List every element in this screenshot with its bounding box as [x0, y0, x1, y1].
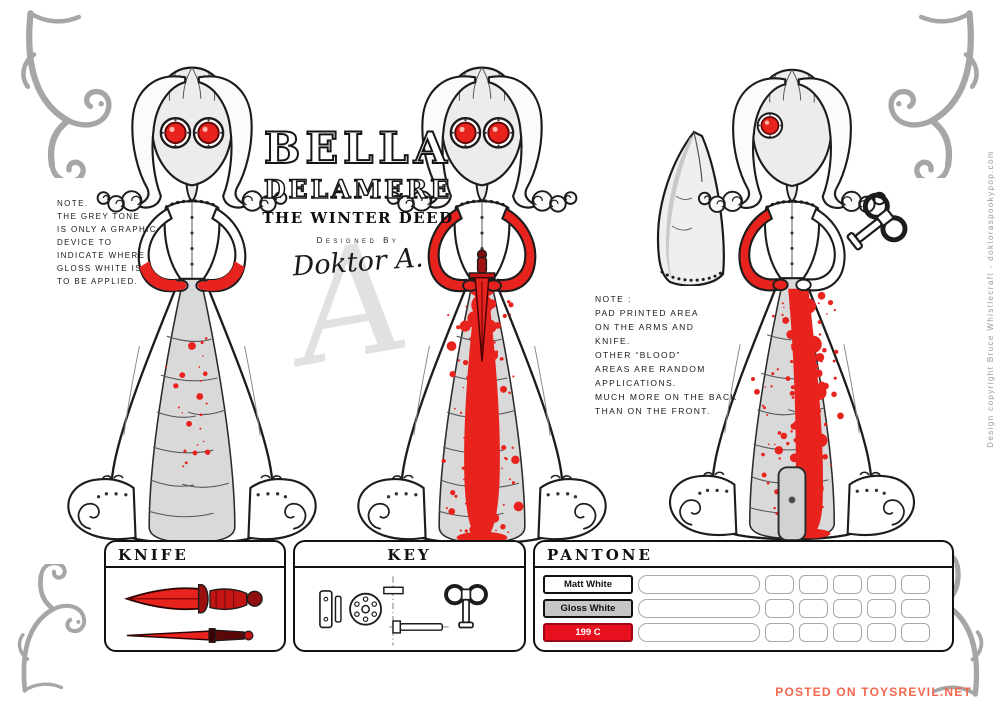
- note-line: ON THE ARMS AND: [595, 322, 695, 332]
- keyhole: [788, 496, 796, 504]
- note-line: AREAS ARE RANDOM: [595, 364, 706, 374]
- knife-small: [126, 628, 254, 643]
- knife-large: [124, 584, 263, 614]
- title-delamere: DELAMERE: [263, 174, 453, 205]
- title-block: BELLA DELAMERE THE WINTER DEED Designed …: [260, 123, 456, 283]
- pantone-bar: [638, 575, 760, 594]
- corner-flourish-bottom-left: [10, 564, 98, 696]
- note-line: NOTE.: [57, 199, 89, 208]
- knife-panel-title: KNIFE: [106, 542, 284, 568]
- note-line: INDICATE WHERE: [57, 251, 146, 260]
- swatch-gloss-white: Gloss White: [543, 599, 633, 618]
- posted-on-footer: POSTED ON TOYSREVIL.NET: [775, 685, 972, 699]
- note-line: THAN ON THE FRONT.: [595, 406, 711, 416]
- title-bella: BELLA: [263, 123, 452, 175]
- pantone-grid-cell: [765, 575, 794, 594]
- pantone-bar: [638, 623, 760, 642]
- blood-spots-front: [179, 342, 204, 456]
- note-line: TO BE APPLIED.: [57, 277, 139, 286]
- pantone-row-gloss-white: Gloss White: [543, 599, 944, 618]
- key-technical-drawings: [319, 576, 488, 646]
- windup-hatch: [777, 466, 807, 542]
- key-panel-title: KEY: [295, 542, 524, 568]
- figure-back-view: [668, 68, 916, 542]
- hood-piece: [656, 130, 725, 286]
- key-front-view: [444, 583, 488, 630]
- pantone-grid-cell: [765, 599, 794, 618]
- figure-front-view-blood: [357, 66, 607, 545]
- note-line: NOTE :: [595, 294, 632, 304]
- right-eye: [482, 117, 515, 149]
- side-eye: [756, 112, 784, 139]
- pantone-grid-cell: [833, 599, 862, 618]
- pantone-grid-cell: [799, 599, 828, 618]
- pantone-grid-cell: [901, 575, 930, 594]
- figure-front-view: [67, 66, 317, 545]
- pantone-grid-cell: [901, 623, 930, 642]
- knife-drawings: [124, 584, 263, 643]
- pantone-bar: [638, 599, 760, 618]
- note-line: OTHER “BLOOD”: [595, 350, 681, 360]
- pantone-grid-cell: [833, 623, 862, 642]
- pantone-row-199c: 199 C: [543, 623, 944, 642]
- note-line: GLOSS WHITE IS: [57, 264, 142, 273]
- note-line: APPLICATIONS.: [595, 378, 677, 388]
- pantone-grid-cell: [867, 623, 896, 642]
- key-panel: KEY: [293, 540, 526, 652]
- pantone-row-matt-white: Matt White: [543, 575, 944, 594]
- note-line: PAD PRINTED AREA: [595, 308, 699, 318]
- left-eye: [159, 117, 192, 149]
- pantone-grid-cell: [867, 599, 896, 618]
- note-line: MUCH MORE ON THE BACK: [595, 392, 738, 402]
- note-line: DEVICE TO: [57, 238, 113, 247]
- pantone-grid-cell: [833, 575, 862, 594]
- designed-by-label: Designed By: [316, 236, 400, 245]
- swatch-199c: 199 C: [543, 623, 633, 642]
- note-line: KNIFE.: [595, 336, 631, 346]
- pantone-grid-cell: [901, 599, 930, 618]
- pad-print-note: NOTE : PAD PRINTED AREA ON THE ARMS AND …: [595, 292, 738, 418]
- pantone-grid-cell: [867, 575, 896, 594]
- note-line: IS ONLY A GRAPHIC: [57, 225, 157, 234]
- copyright-vertical-text: Design copyright Bruce Whistlecraft - do…: [986, 150, 995, 448]
- right-eye: [192, 117, 225, 149]
- swatch-matt-white: Matt White: [543, 575, 633, 594]
- pantone-panel-title: PANTONE: [535, 542, 952, 568]
- knife-panel: KNIFE: [104, 540, 286, 652]
- note-line: THE GREY TONE: [57, 212, 141, 221]
- pantone-grid-cell: [799, 575, 828, 594]
- grey-tone-note: NOTE. THE GREY TONE IS ONLY A GRAPHIC DE…: [57, 197, 157, 288]
- key-side-profiles: [319, 590, 342, 629]
- pantone-panel: PANTONE Matt White Gloss White: [533, 540, 954, 652]
- pantone-grid-cell: [799, 623, 828, 642]
- key-flange-plate: [349, 592, 383, 626]
- pantone-grid-cell: [765, 623, 794, 642]
- blood-blobs-back: [792, 298, 831, 539]
- key-shaft-side: [392, 620, 444, 634]
- subtitle-winter-deed: THE WINTER DEED: [262, 209, 454, 227]
